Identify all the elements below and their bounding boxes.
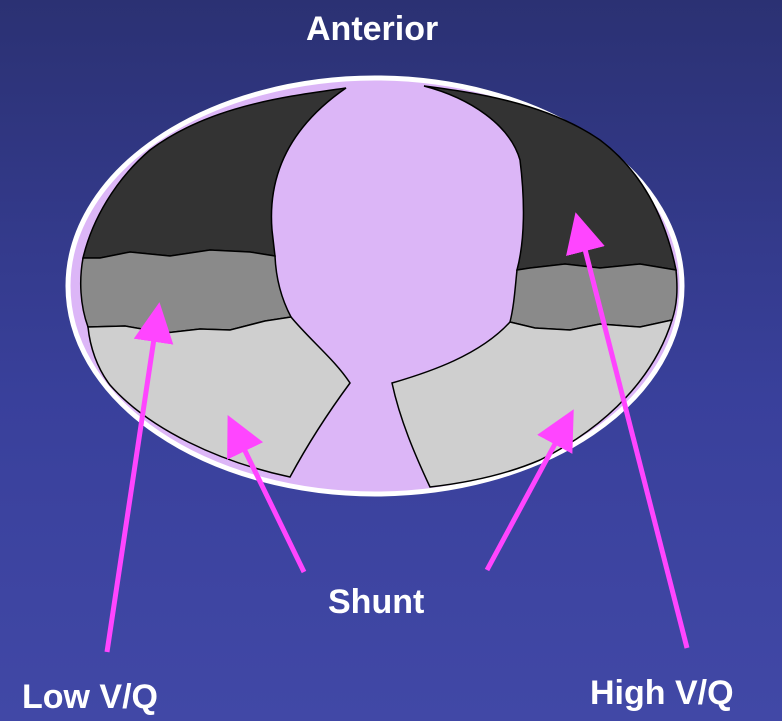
shunt-label: Shunt: [328, 585, 424, 619]
anterior-label: Anterior: [306, 12, 438, 46]
high-vq-label: High V/Q: [590, 676, 734, 710]
left-lung-low-vq-region: [81, 250, 291, 333]
low-vq-label: Low V/Q: [22, 680, 158, 714]
